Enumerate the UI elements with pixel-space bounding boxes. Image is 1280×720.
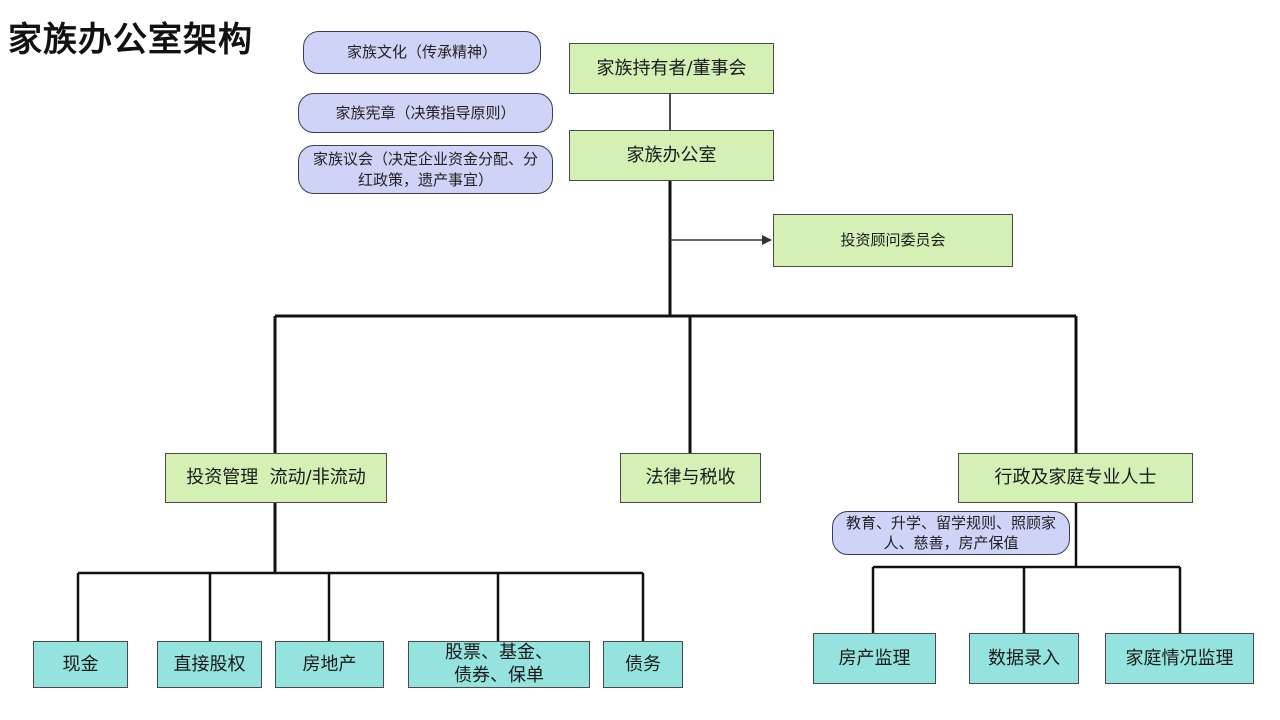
debt-node: 债务 (603, 641, 683, 688)
advisory-committee-node: 投资顾问委员会 (773, 214, 1013, 267)
admin-professionals-node: 行政及家庭专业人士 (958, 453, 1193, 503)
family-council-pill: 家族议会（决定企业资金分配、分红政策，遗产事宜） (298, 145, 553, 194)
cash-node: 现金 (33, 641, 128, 688)
direct-equity-node: 直接股权 (157, 641, 262, 688)
board-node: 家族持有者/董事会 (569, 43, 774, 94)
family-culture-pill: 家族文化（传承精神） (303, 31, 541, 74)
legal-tax-node: 法律与税收 (620, 453, 761, 503)
page-title: 家族办公室架构 (8, 20, 253, 60)
family-supervision-node: 家庭情况监理 (1105, 633, 1254, 684)
property-supervision-node: 房产监理 (813, 633, 936, 684)
family-charter-pill: 家族宪章（决策指导原则） (298, 93, 553, 133)
data-entry-node: 数据录入 (969, 633, 1079, 684)
securities-node: 股票、基金、债券、保单 (408, 641, 590, 688)
investment-management-node: 投资管理 流动/非流动 (165, 453, 387, 503)
admin-note-pill: 教育、升学、留学规则、照顾家人、慈善，房产保值 (832, 511, 1070, 555)
real-estate-node: 房地产 (275, 641, 384, 688)
family-office-node: 家族办公室 (569, 130, 774, 181)
